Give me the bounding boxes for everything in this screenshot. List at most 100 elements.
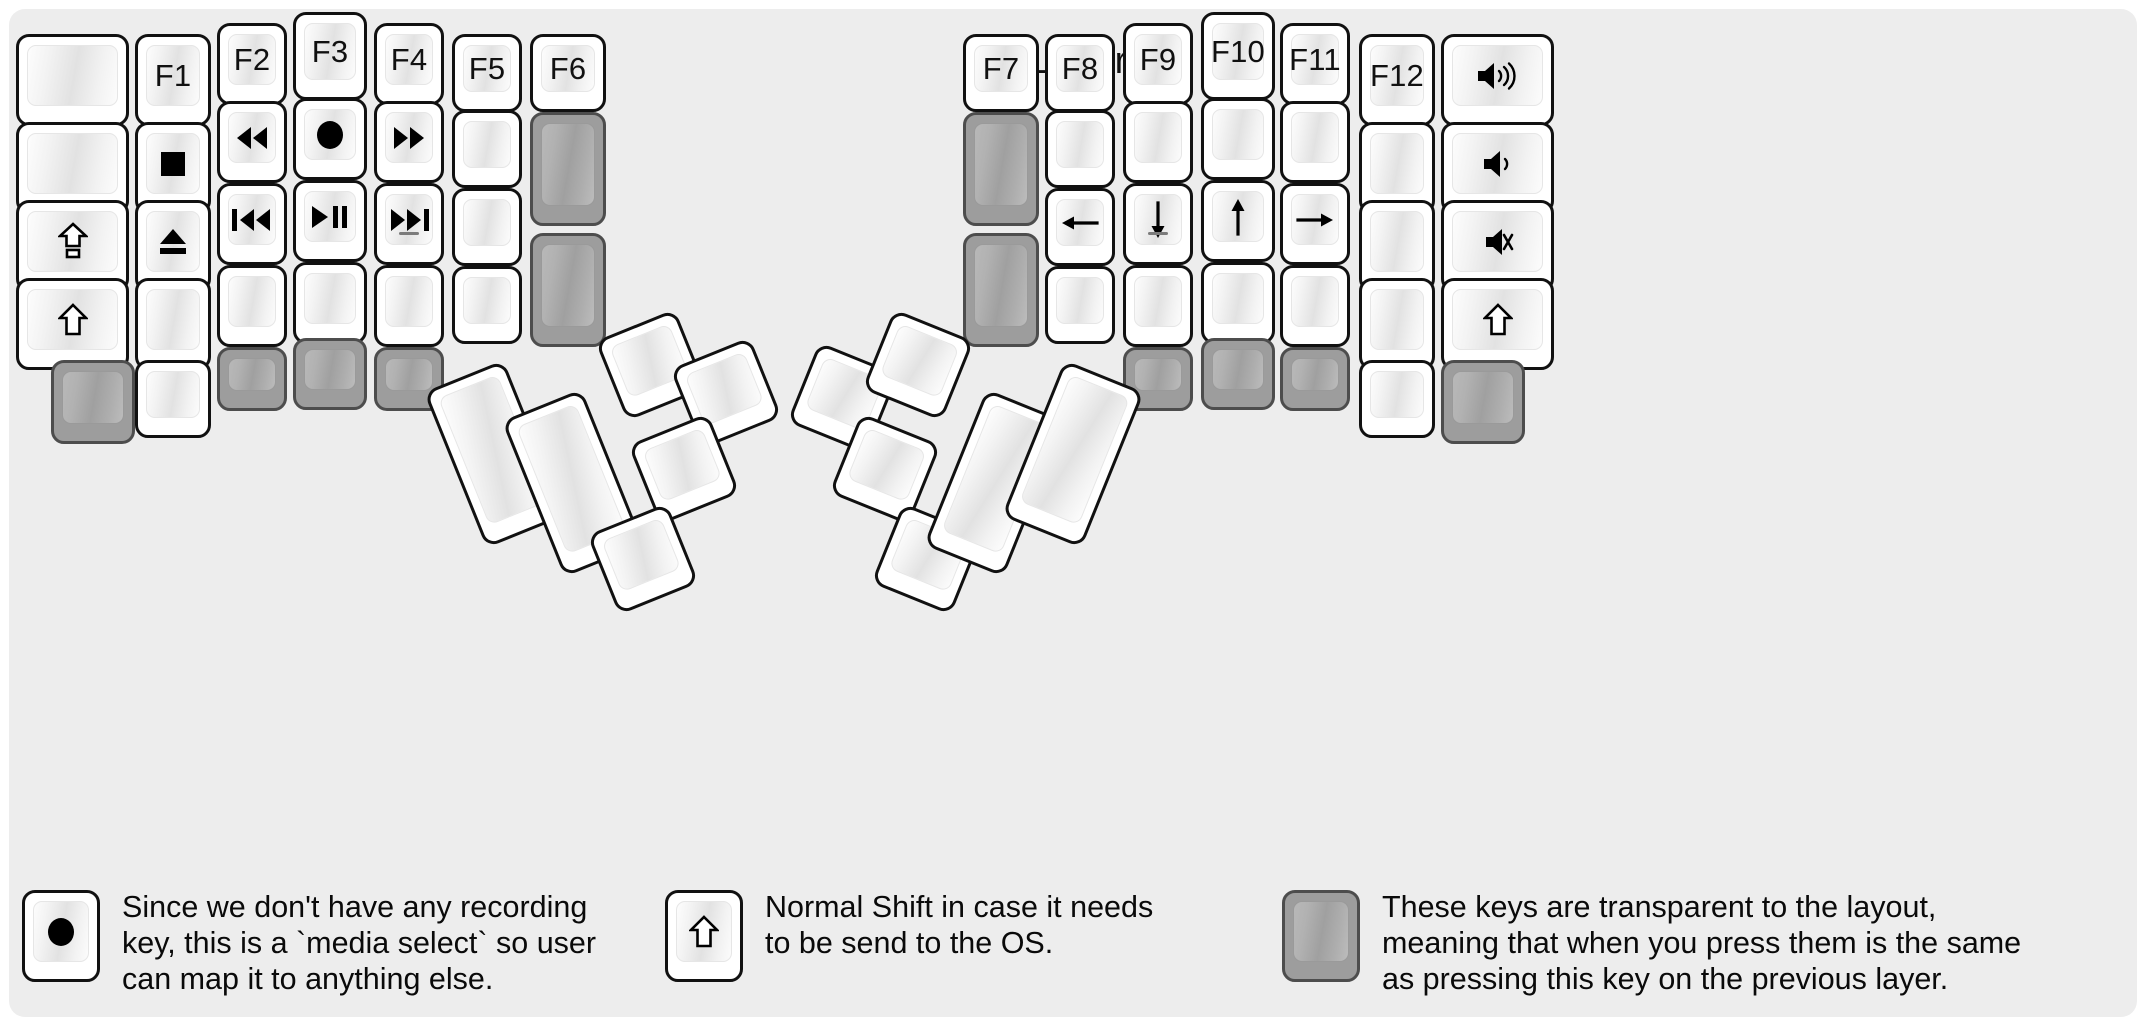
volume-up-icon [1474,60,1522,92]
key-blank[interactable] [1359,200,1435,292]
legend-key-swatch [22,890,100,982]
volume-mute-icon [1482,226,1514,258]
key-legend: F1 [154,58,192,93]
key-volume-down[interactable] [1441,122,1554,214]
key-blank[interactable] [452,110,522,188]
key-arrow-right[interactable] [1280,183,1350,265]
key-face [27,211,118,272]
key-blank[interactable] [1045,266,1115,344]
key-transparent[interactable] [217,347,287,411]
key-transparent[interactable] [530,112,606,226]
key-face [1452,289,1543,350]
key-blank[interactable] [1359,122,1435,214]
key-blank[interactable] [1123,265,1193,347]
key-arrow-up[interactable] [1201,180,1275,262]
key-transparent[interactable] [963,112,1039,226]
key-face [1370,371,1424,418]
key-transparent[interactable] [293,338,367,410]
key-face [1452,371,1514,424]
key-face [1134,112,1182,163]
key-eject[interactable] [135,200,211,292]
key-blank[interactable] [217,265,287,347]
key-blank[interactable] [1201,98,1275,180]
key-face: F7 [974,45,1028,92]
key-blank[interactable] [1280,101,1350,183]
key-f12[interactable]: F12 [1359,34,1435,126]
key-f6[interactable]: F6 [530,34,606,112]
key-blank[interactable] [1359,360,1435,438]
key-fast-forward[interactable] [374,101,444,183]
key-f8[interactable]: F8 [1045,34,1115,112]
legend-note-text: Since we don't have any recording key, t… [122,890,597,996]
key-blank[interactable] [16,122,129,214]
key-transparent[interactable] [963,233,1039,347]
key-face [1370,211,1424,272]
arrow-up-icon [1225,196,1251,238]
key-blank[interactable] [374,265,444,347]
key-f4[interactable]: F4 [374,23,444,105]
key-volume-up[interactable] [1441,34,1554,126]
key-face [146,371,200,418]
key-transparent[interactable] [1441,360,1525,444]
key-next-track[interactable] [374,183,444,265]
next-track-icon [386,207,432,233]
key-face [1291,358,1339,391]
key-f5[interactable]: F5 [452,34,522,112]
key-transparent[interactable] [1280,347,1350,411]
key-f7[interactable]: F7 [963,34,1039,112]
key-legend: F5 [468,51,506,86]
key-face [846,427,927,503]
key-shift[interactable] [16,278,129,370]
key-f10[interactable]: F10 [1201,12,1275,100]
key-face [1291,194,1339,245]
key-transparent[interactable] [530,233,606,347]
key-f9[interactable]: F9 [1123,23,1193,105]
key-face: F6 [541,45,595,92]
key-transparent[interactable] [374,347,444,411]
key-blank[interactable] [1045,110,1115,188]
key-blank[interactable] [452,266,522,344]
key-face [1134,276,1182,327]
key-blank[interactable] [135,360,211,438]
key-face [1212,273,1264,324]
key-prev-track[interactable] [217,183,287,265]
key-arrow-left[interactable] [1045,188,1115,266]
key-face [146,289,200,350]
note-record: Since we don't have any recording key, t… [22,890,662,998]
key-play-pause[interactable] [293,180,367,262]
key-blank[interactable] [135,278,211,370]
key-shift[interactable] [1441,278,1554,370]
key-face [385,194,433,245]
key-blank[interactable] [16,34,129,126]
key-blank[interactable] [452,188,522,266]
key-f1[interactable]: F1 [135,34,211,126]
homing-bar [1148,232,1168,235]
key-face: F4 [385,34,433,85]
key-face [1212,191,1264,242]
key-f2[interactable]: F2 [217,23,287,105]
key-record[interactable] [293,98,367,180]
key-face [1370,133,1424,194]
key-caps-lock[interactable] [16,200,129,292]
key-transparent[interactable] [1201,338,1275,410]
key-face [27,45,118,106]
key-f3[interactable]: F3 [293,12,367,100]
key-face [146,133,200,194]
key-legend: F9 [1139,42,1177,77]
key-legend: F4 [390,42,428,77]
key-face [27,133,118,194]
stop-icon [158,149,188,179]
key-transparent[interactable] [51,360,135,444]
key-blank[interactable] [293,262,367,344]
key-blank[interactable] [1123,101,1193,183]
key-f11[interactable]: F11 [1280,23,1350,105]
key-face: F10 [1211,23,1265,80]
key-face [1293,901,1349,962]
key-blank[interactable] [1280,265,1350,347]
key-arrow-down[interactable] [1123,183,1193,265]
legend-note-text: These keys are transparent to the layout… [1382,890,2022,996]
key-blank[interactable] [1201,262,1275,344]
key-blank[interactable] [1359,278,1435,370]
key-face [385,112,433,163]
key-rewind[interactable] [217,101,287,183]
